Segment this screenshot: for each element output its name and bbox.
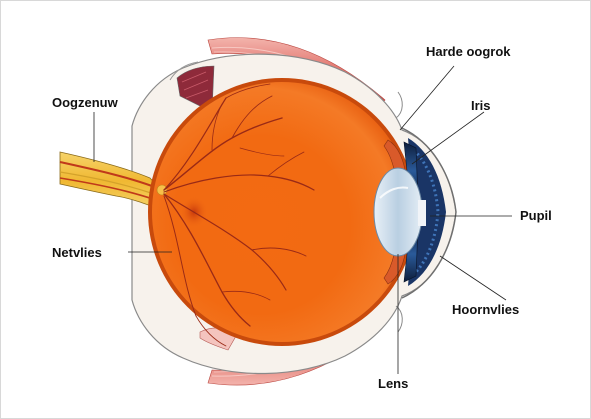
- leader-line-iris: [412, 112, 484, 164]
- pupil-opening: [418, 200, 426, 226]
- label-oogzenuw: Oogzenuw: [52, 95, 118, 110]
- label-lens: Lens: [378, 376, 408, 391]
- leader-line-hoornvlies: [440, 256, 506, 300]
- label-iris: Iris: [471, 98, 491, 113]
- label-hoornvlies: Hoornvlies: [452, 302, 519, 317]
- lens-shape: [374, 168, 422, 256]
- label-harde-oogrok: Harde oogrok: [426, 44, 511, 59]
- label-pupil: Pupil: [520, 208, 552, 223]
- label-netvlies: Netvlies: [52, 245, 102, 260]
- leader-line-harde-oogrok: [400, 66, 454, 130]
